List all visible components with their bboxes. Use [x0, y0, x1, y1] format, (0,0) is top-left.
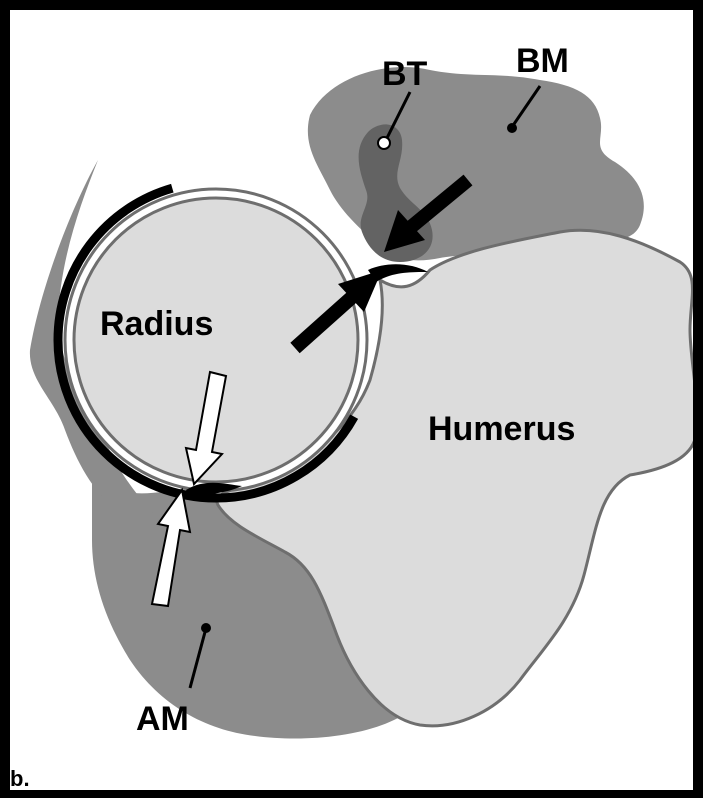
panel-label-bottom: b. [10, 768, 30, 790]
radius-label: Radius [100, 305, 213, 343]
am-label: AM [136, 700, 189, 738]
panel-label-top: a. [10, 0, 28, 14]
am-leader-dot [201, 623, 211, 633]
elbow-cross-section-diagram: Radius Humerus BT BM AM [10, 10, 693, 790]
bt-leader-dot [378, 137, 390, 149]
diagram-canvas: Radius Humerus BT BM AM [10, 10, 693, 790]
humerus-label: Humerus [428, 410, 575, 448]
bm-label: BM [516, 42, 569, 80]
bm-leader-dot [507, 123, 517, 133]
bt-label: BT [382, 55, 428, 93]
